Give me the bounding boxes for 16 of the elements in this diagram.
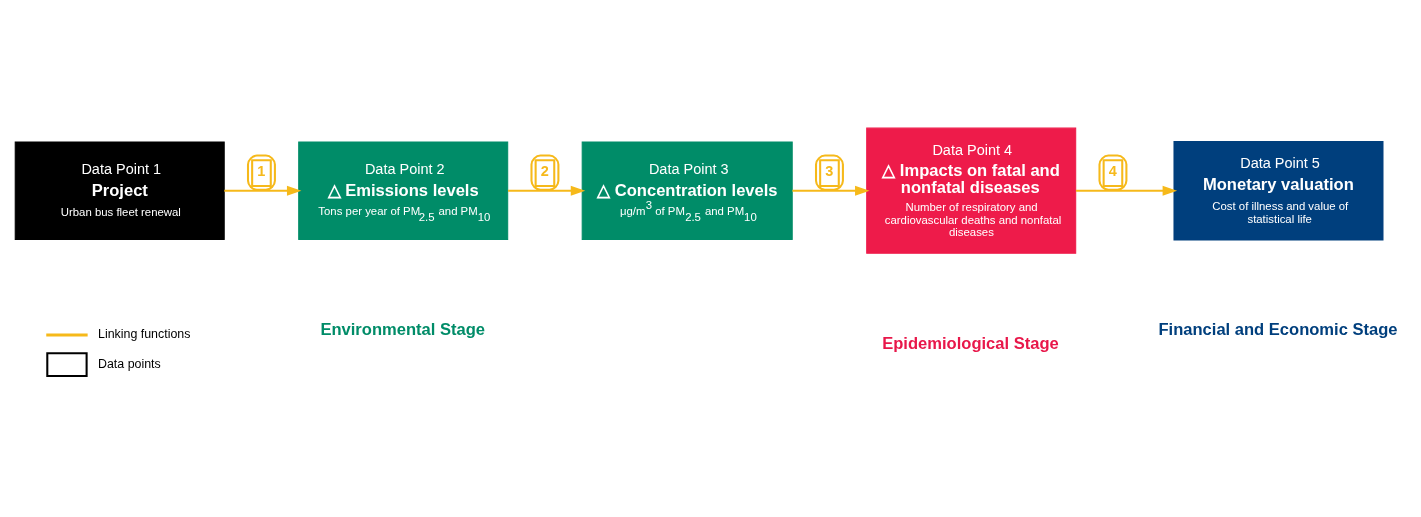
arrow bbox=[223, 185, 301, 196]
edge-label: 3 bbox=[824, 162, 833, 179]
label: Environmental Stage bbox=[319, 320, 485, 340]
legend-label: Data points bbox=[97, 356, 161, 371]
edge-label: 2 bbox=[540, 162, 549, 179]
arrow bbox=[791, 185, 870, 196]
edge-label: 1 bbox=[256, 162, 265, 179]
label: Financial and Economic Stage bbox=[1157, 320, 1398, 340]
edge-label: 4 bbox=[1108, 162, 1117, 179]
label: Epidemiological Stage bbox=[881, 333, 1059, 353]
arrow bbox=[1075, 185, 1177, 196]
node-box: Data Point 5 Monetary valuation Cost of illness and value of statistical life bbox=[1172, 141, 1383, 241]
arrow bbox=[507, 185, 585, 196]
legend-label: Linking functions bbox=[97, 327, 190, 342]
node-box: Data Point 4 △ Impacts on fatal and nonfatal diseases Number of respiratory and cardiovascular deaths and nonfatal diseases bbox=[865, 127, 1076, 254]
node-box: Data Point 1 Project Urban bus fleet renewal bbox=[14, 141, 225, 240]
